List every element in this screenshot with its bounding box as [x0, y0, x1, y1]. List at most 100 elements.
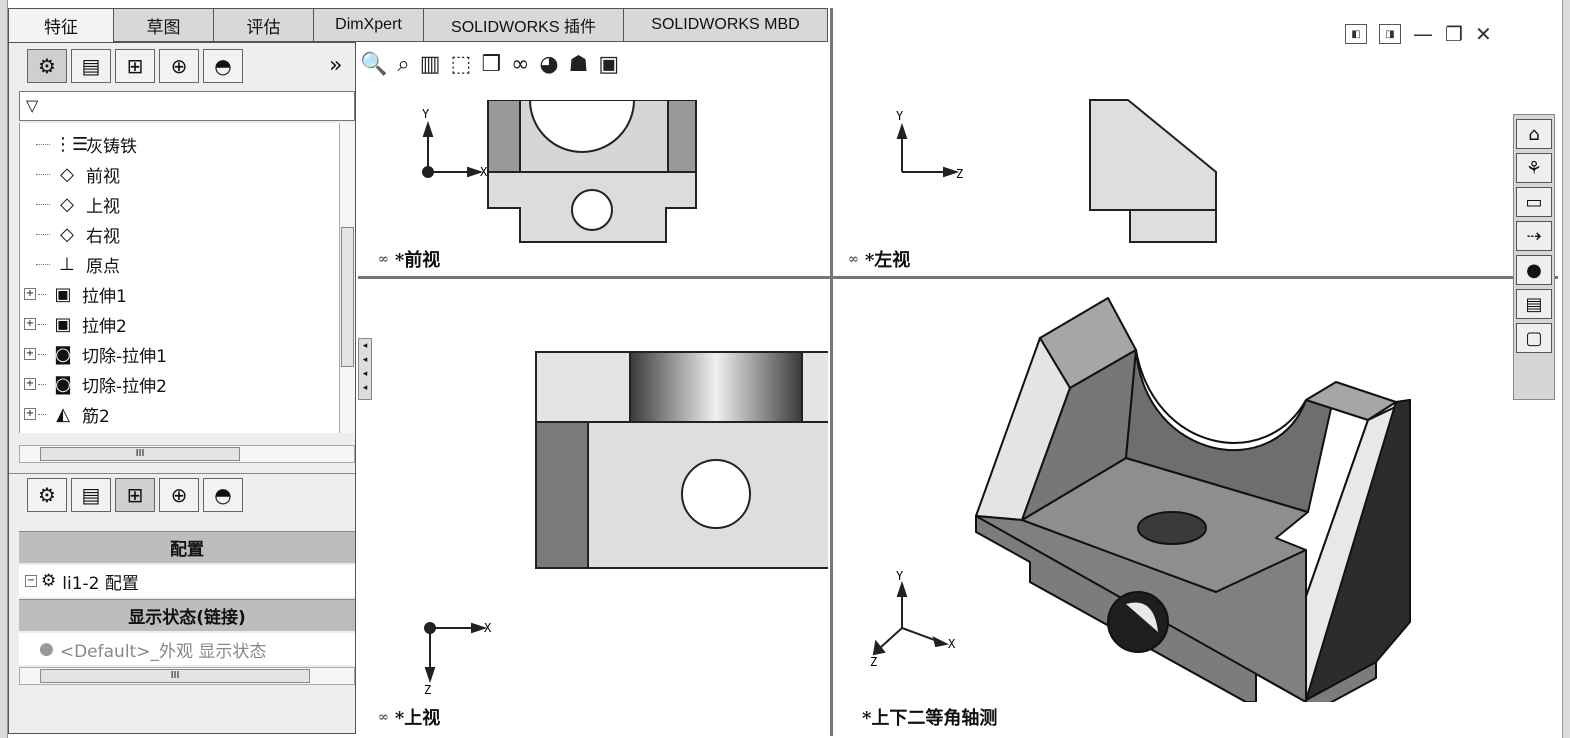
link-icon: ∞: [378, 709, 389, 725]
tile-right-icon[interactable]: ◨: [1379, 24, 1401, 44]
feature-tree: ⋮☰灰铸铁 ◇前视 ◇上视 ◇右视 ⊥原点 +▣拉伸1 +▣拉伸2 +◙切除-拉…: [19, 123, 355, 433]
display-horizontal-scrollbar[interactable]: III: [19, 667, 355, 685]
configuration-icon: ⚙: [41, 571, 57, 591]
expand-icon[interactable]: +: [24, 288, 36, 300]
tab-solidworks-addins[interactable]: SOLIDWORKS 插件: [424, 8, 624, 42]
z-axis-label: Z: [870, 655, 877, 669]
link-icon: ∞: [848, 251, 859, 267]
section-view-icon[interactable]: ▥: [419, 52, 441, 77]
tab-sketch[interactable]: 草图: [114, 8, 214, 42]
tree-item-origin[interactable]: ⊥原点: [36, 249, 120, 279]
configurationmanager-icon[interactable]: ⊞: [115, 49, 155, 83]
scroll-thumb[interactable]: III: [40, 669, 310, 683]
close-icon[interactable]: ✕: [1474, 22, 1492, 46]
forum-icon[interactable]: ▢: [1516, 323, 1552, 353]
config-item[interactable]: − ⚙ li1-2 配置: [19, 565, 355, 597]
tab-evaluate[interactable]: 评估: [214, 8, 314, 42]
viewport-divider-vertical[interactable]: [830, 8, 833, 736]
tree-item-rib2[interactable]: +◭筋2: [24, 403, 110, 427]
display-manager-icon[interactable]: ◓: [203, 477, 243, 512]
apply-scene-icon[interactable]: ☗: [568, 52, 589, 77]
view-settings-icon[interactable]: ▣: [598, 52, 620, 77]
viewport-label-top: ∞ *上视: [378, 708, 441, 729]
home-icon[interactable]: ⌂: [1516, 119, 1552, 149]
tree-item-front-plane[interactable]: ◇前视: [36, 159, 120, 189]
dimxpert-icon[interactable]: ⊕: [159, 49, 199, 83]
display-state-item[interactable]: ● <Default>_外观 显示状态: [19, 633, 355, 665]
design-library-icon[interactable]: ⚘: [1516, 153, 1552, 183]
propertymanager-icon[interactable]: ▤: [71, 49, 111, 83]
filter-icon: ▽: [26, 96, 39, 115]
configurationmanager-icon[interactable]: ⊞: [115, 477, 155, 512]
panel-collapse-handle[interactable]: ◂◂◂◂: [358, 338, 372, 400]
manager-tabs-bottom: ⚙ ▤ ⊞ ⊕ ◓: [9, 473, 355, 515]
heads-up-toolbar: 🔍 ⌕ ▥ ⬚ ❒ ∞ ◕ ☗ ▣: [360, 52, 619, 77]
feature-manager-panel: ⚙ ▤ ⊞ ⊕ ◓ » ▽ ⋮☰灰铸铁 ◇前视 ◇上视 ◇右视 ⊥原点 +▣拉伸…: [8, 42, 356, 734]
tile-left-icon[interactable]: ◧: [1345, 24, 1367, 44]
tree-item-material[interactable]: ⋮☰灰铸铁: [36, 129, 137, 159]
custom-properties-icon[interactable]: ▤: [1516, 289, 1552, 319]
task-pane: ⌂ ⚘ ▭ ⇢ ● ▤ ▢: [1513, 114, 1555, 400]
viewport-divider-horizontal[interactable]: [358, 276, 1558, 279]
collapse-icon[interactable]: −: [25, 575, 37, 587]
display-style-icon[interactable]: ❒: [481, 52, 502, 77]
dimxpert-icon[interactable]: ⊕: [159, 477, 199, 512]
restore-icon[interactable]: ❐: [1445, 22, 1463, 46]
tree-filter-input[interactable]: ▽: [19, 91, 355, 121]
extrude-icon: ▣: [54, 283, 72, 305]
more-chevron-icon[interactable]: »: [329, 53, 343, 78]
tab-dimxpert[interactable]: DimXpert: [314, 8, 424, 42]
tree-item-cut-extrude1[interactable]: +◙切除-拉伸1: [24, 343, 167, 367]
minimize-icon[interactable]: —: [1413, 22, 1433, 46]
z-axis-label: Z: [956, 167, 963, 181]
scroll-thumb[interactable]: [341, 227, 354, 367]
plane-icon: ◇: [60, 163, 74, 185]
command-manager-tabs: 特征 草图 评估 DimXpert SOLIDWORKS 插件 SOLIDWOR…: [8, 8, 828, 42]
featuremanager-icon[interactable]: ⚙: [27, 49, 67, 83]
expand-icon[interactable]: +: [24, 318, 36, 330]
edit-appearance-icon[interactable]: ◕: [539, 52, 559, 77]
y-axis-label: Y: [896, 569, 904, 583]
x-axis-label: X: [948, 637, 956, 651]
appearance-sphere-icon: ●: [39, 639, 54, 659]
tree-horizontal-scrollbar[interactable]: III: [19, 445, 355, 463]
view-palette-icon[interactable]: ⇢: [1516, 221, 1552, 251]
file-explorer-icon[interactable]: ▭: [1516, 187, 1552, 217]
plane-icon: ◇: [60, 193, 74, 215]
viewport-label-left: ∞ *左视: [848, 250, 911, 271]
expand-icon[interactable]: +: [24, 348, 36, 360]
x-axis-label: X: [480, 165, 488, 179]
tab-solidworks-mbd[interactable]: SOLIDWORKS MBD: [624, 8, 828, 42]
scroll-thumb[interactable]: III: [40, 447, 240, 461]
tree-item-top-plane[interactable]: ◇上视: [36, 189, 120, 219]
appearances-icon[interactable]: ●: [1516, 255, 1552, 285]
viewport-left[interactable]: Y Z: [836, 90, 1336, 276]
tab-features[interactable]: 特征: [8, 8, 114, 42]
viewport-isometric[interactable]: Y X Z: [836, 282, 1508, 702]
propertymanager-icon[interactable]: ▤: [71, 477, 111, 512]
plane-icon: ◇: [60, 223, 74, 245]
tree-item-right-plane[interactable]: ◇右视: [36, 219, 120, 249]
tree-item-extrude1[interactable]: +▣拉伸1: [24, 283, 127, 307]
tree-vertical-scrollbar[interactable]: [339, 123, 355, 433]
material-icon: ⋮☰: [54, 133, 89, 155]
hide-show-icon[interactable]: ∞: [511, 52, 530, 77]
rib-icon: ◭: [56, 403, 70, 425]
tree-item-extrude2[interactable]: +▣拉伸2: [24, 313, 127, 337]
tree-item-cut-extrude2[interactable]: +◙切除-拉伸2: [24, 373, 167, 397]
extrude-icon: ▣: [54, 313, 72, 335]
display-manager-icon[interactable]: ◓: [203, 49, 243, 83]
isometric-view-model: Y X Z: [870, 297, 1411, 702]
front-view-model: Y X: [422, 100, 697, 243]
viewport-top[interactable]: X Z: [372, 282, 828, 702]
view-orientation-icon[interactable]: ⬚: [450, 52, 472, 77]
cut-extrude-icon: ◙: [54, 343, 72, 365]
zoom-area-icon[interactable]: ⌕: [397, 52, 410, 77]
left-view-model: Y Z: [896, 99, 1217, 243]
viewport-front[interactable]: Y X: [372, 100, 828, 276]
expand-icon[interactable]: +: [24, 408, 36, 420]
zoom-to-fit-icon[interactable]: 🔍: [360, 52, 388, 77]
featuremanager-icon[interactable]: ⚙: [27, 477, 67, 512]
expand-icon[interactable]: +: [24, 378, 36, 390]
link-icon: ∞: [378, 251, 389, 267]
